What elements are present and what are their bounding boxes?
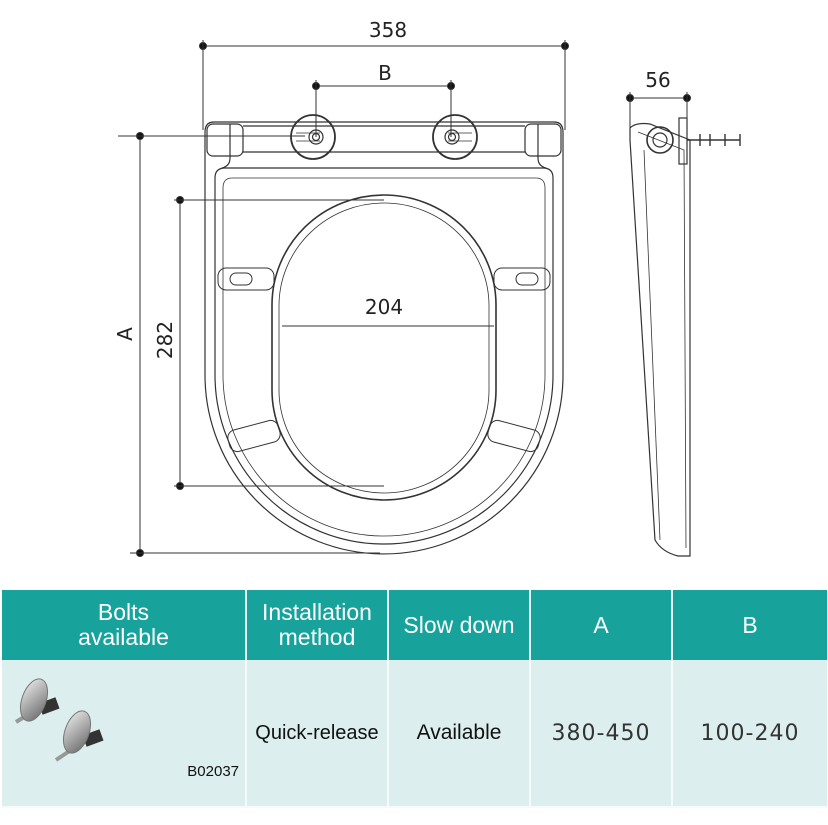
cell-a: 380-450 [530,660,673,808]
header-b: B [672,590,828,660]
header-a: A [530,590,673,660]
bolts-image [14,678,104,762]
dim-56-label: 56 [645,68,670,92]
cell-b: 100-240 [672,660,828,808]
hinge-left [290,114,336,160]
header-bolts-line1: Bolts [97,599,150,625]
seat-inner-rim [214,167,554,545]
bolt-code: B02037 [187,763,239,780]
side-hinge [646,126,674,154]
bolt-2 [54,710,104,762]
dim-204-label: 204 [365,295,403,319]
table-row: B02037 Quick-release Available 380-450 1… [2,660,828,808]
bolt-1 [14,678,60,724]
cell-installation: Quick-release [246,660,389,808]
toilet-seat-technical-drawing: 358 B A 282 204 56 [113,18,741,557]
dim-282-label: 282 [153,321,177,359]
header-slow-down: Slow down [388,590,531,660]
seat-opening [271,194,497,501]
cell-slow-down: Available [388,660,531,808]
header-installation-line1: Installation [262,599,372,625]
seat-outline [204,121,564,555]
header-installation-line2: method [278,624,356,650]
header-bolts-line2: available [78,624,169,650]
hinge-right [432,114,478,160]
dim-b-label: B [378,61,392,85]
dim-a-label: A [113,327,137,341]
cell-bolts: B02037 [2,660,247,808]
side-view-profile [629,122,691,557]
dim-358-label: 358 [369,18,407,42]
